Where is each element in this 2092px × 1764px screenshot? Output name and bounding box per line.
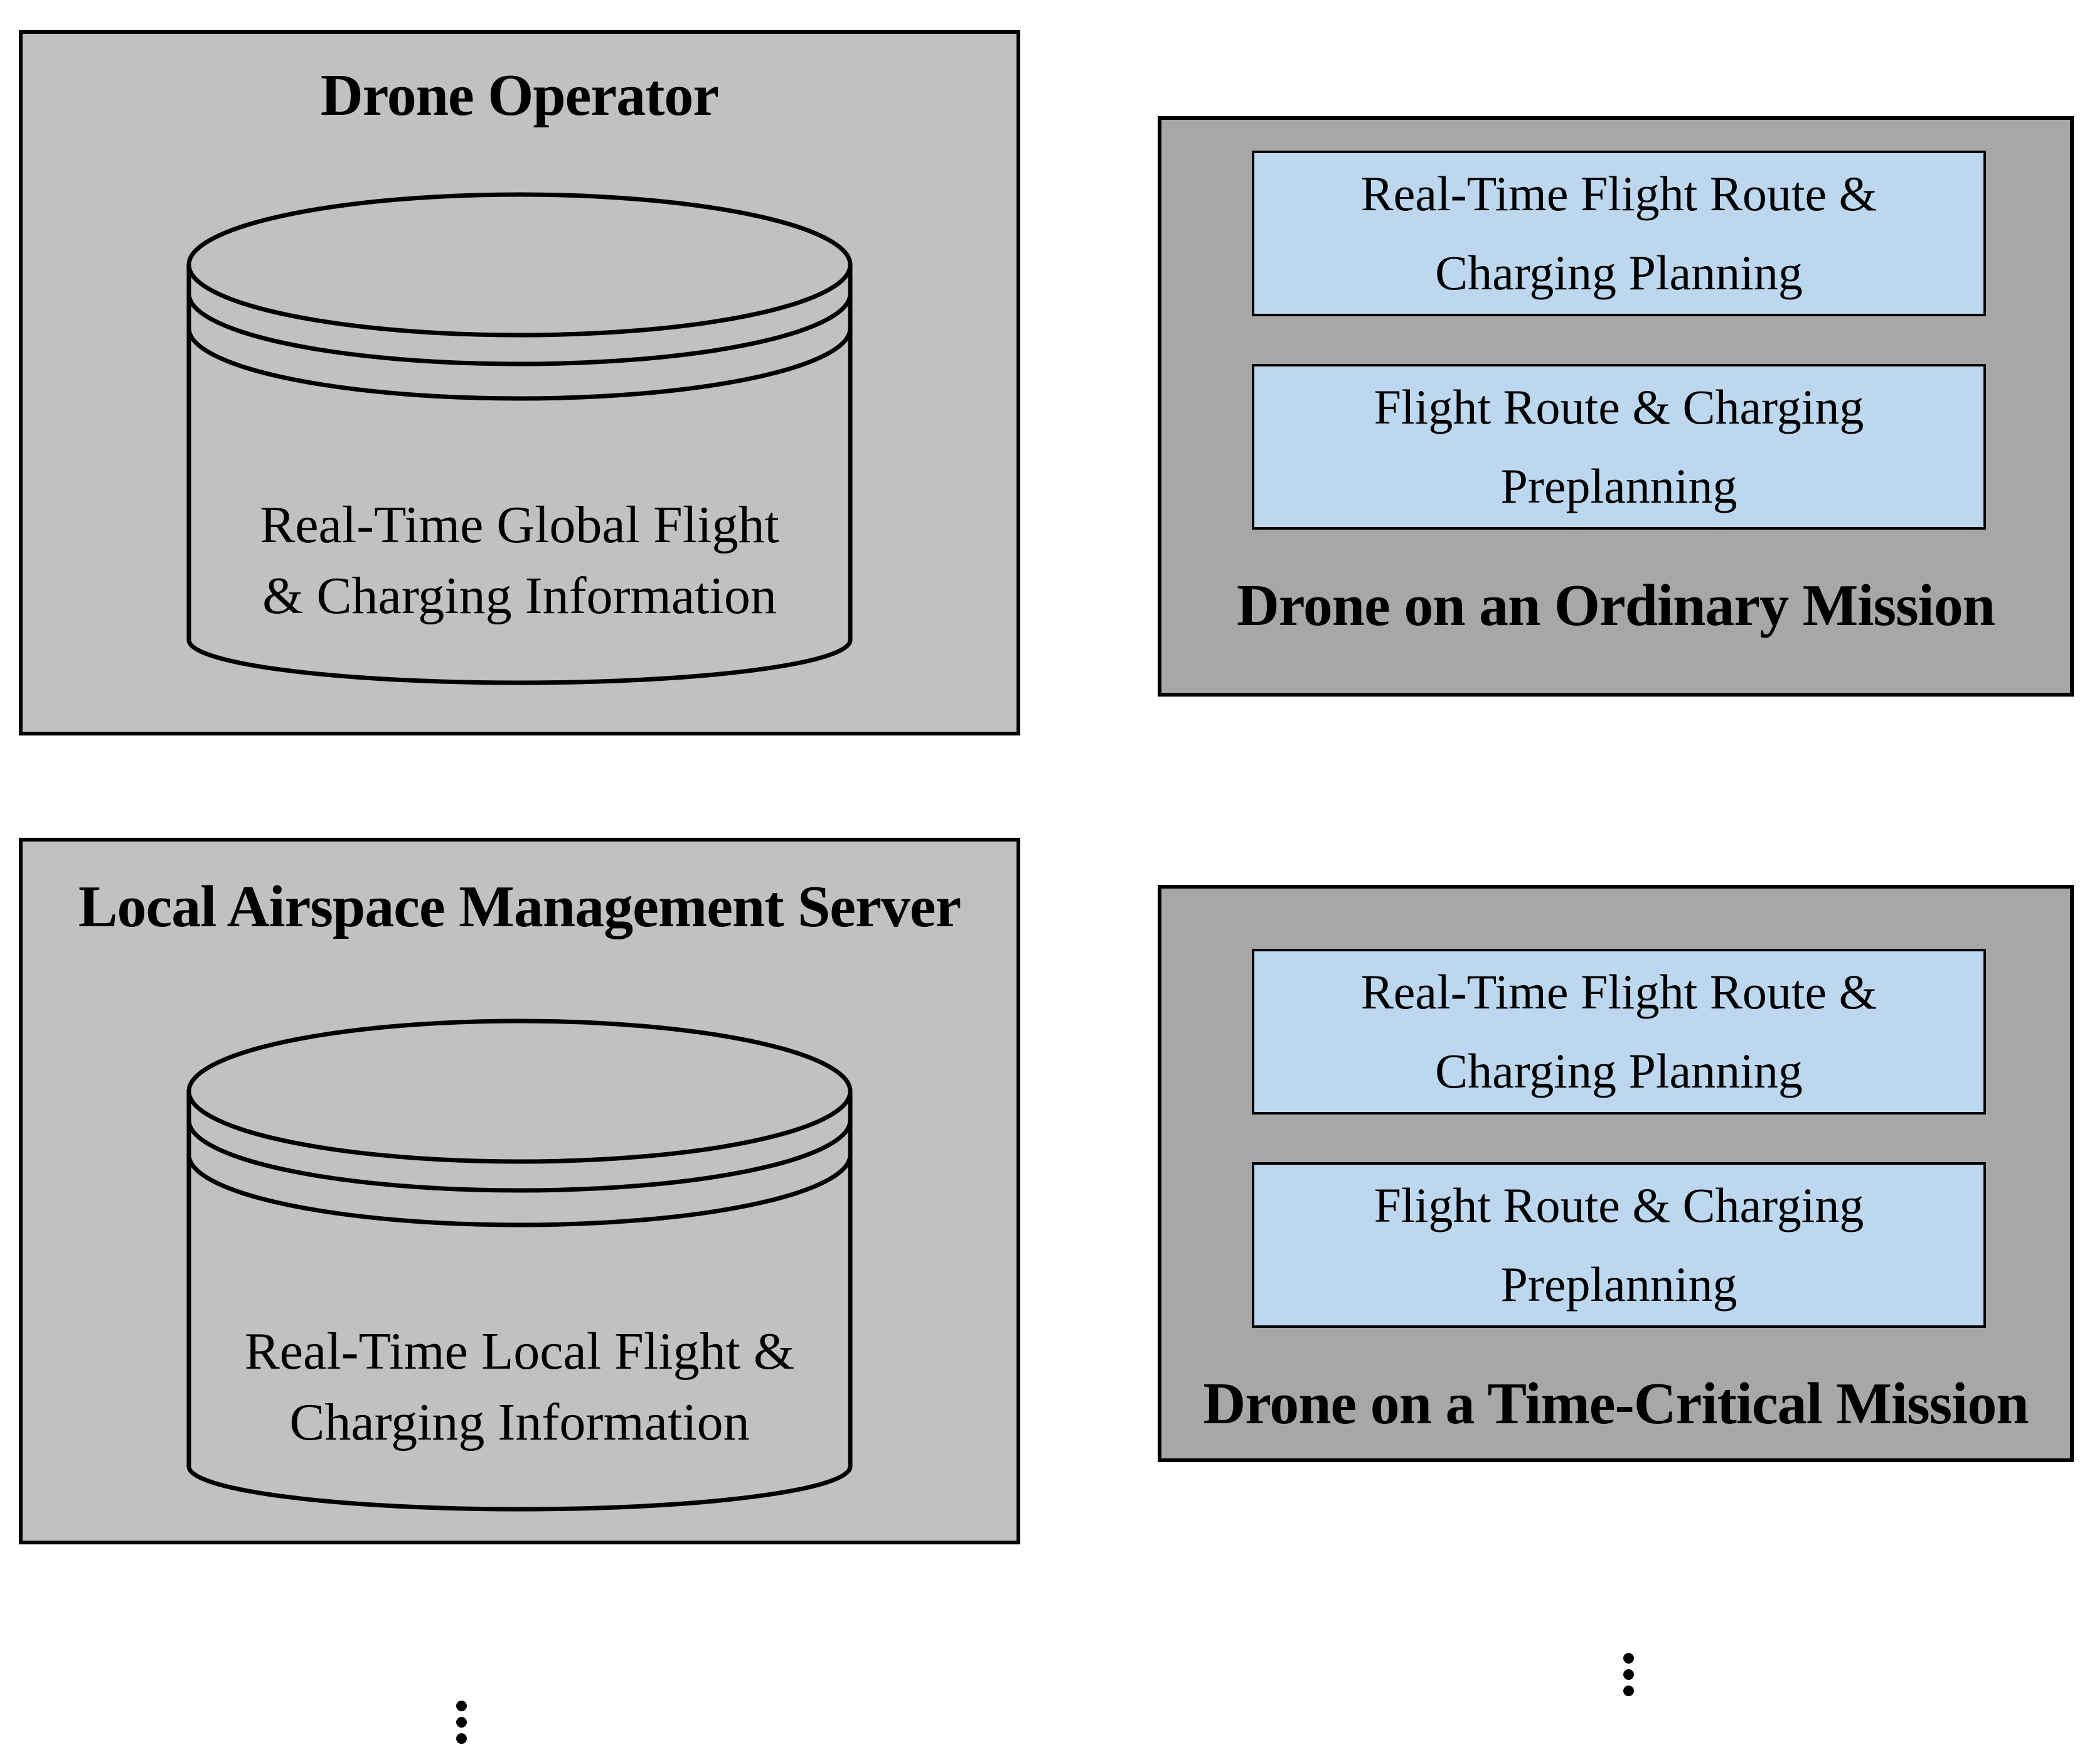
ellipsis-dot: [456, 1717, 467, 1728]
realtime-planning-module: Real-Time Flight Route & Charging Planni…: [1252, 949, 1986, 1115]
local-info-database-label: Real-Time Local Flight & Charging Inform…: [184, 1316, 855, 1458]
ellipsis-dot: [1623, 1686, 1634, 1696]
preplanning-module: Flight Route & Charging Preplanning: [1252, 1162, 1986, 1328]
vertical-ellipsis-icon: [456, 1701, 467, 1744]
drone-time-critical-mission-box: Real-Time Flight Route & Charging Planni…: [1158, 885, 2074, 1462]
ellipsis-dot: [1623, 1653, 1634, 1664]
ellipsis-dot: [1623, 1669, 1634, 1680]
module-label-line: Real-Time Flight Route &: [1360, 964, 1877, 1019]
database-cylinder-icon: [186, 1018, 853, 1512]
ellipsis-dot: [456, 1701, 467, 1711]
module-label-line: Preplanning: [1500, 1257, 1737, 1312]
database-label-line: Real-Time Global Flight: [260, 496, 779, 554]
database-label-line: & Charging Information: [262, 567, 777, 626]
preplanning-module: Flight Route & Charging Preplanning: [1252, 364, 1986, 530]
drone-ordinary-mission-box: Real-Time Flight Route & Charging Planni…: [1158, 116, 2074, 697]
module-label-line: Charging Planning: [1435, 245, 1803, 300]
local-airspace-management-server-box: Local Airspace Management Server Real-Ti…: [19, 838, 1020, 1544]
module-label-line: Charging Planning: [1435, 1044, 1803, 1098]
local-airspace-server-title: Local Airspace Management Server: [78, 874, 961, 939]
module-label-line: Real-Time Flight Route &: [1360, 166, 1877, 221]
drone-ordinary-mission-title: Drone on an Ordinary Mission: [1236, 573, 1995, 639]
drone-operator-title: Drone Operator: [320, 63, 719, 128]
database-cylinder-icon: [186, 192, 853, 685]
module-label-line: Flight Route & Charging: [1374, 379, 1864, 434]
ellipsis-dot: [456, 1733, 467, 1744]
database-label-line: Real-Time Local Flight &: [244, 1322, 795, 1381]
drone-time-critical-mission-title: Drone on a Time-Critical Mission: [1203, 1371, 2029, 1437]
realtime-planning-module: Real-Time Flight Route & Charging Planni…: [1252, 151, 1986, 316]
module-label-line: Flight Route & Charging: [1374, 1177, 1864, 1232]
database-label-line: Charging Information: [289, 1393, 750, 1452]
global-info-database-label: Real-Time Global Flight & Charging Infor…: [184, 489, 855, 632]
global-info-database: Real-Time Global Flight & Charging Infor…: [184, 190, 855, 692]
local-info-database: Real-Time Local Flight & Charging Inform…: [184, 1016, 855, 1518]
vertical-ellipsis-icon: [1623, 1653, 1634, 1696]
module-label-line: Preplanning: [1500, 459, 1737, 513]
drone-operator-box: Drone Operator Real-Time Global Flight &…: [19, 30, 1020, 735]
